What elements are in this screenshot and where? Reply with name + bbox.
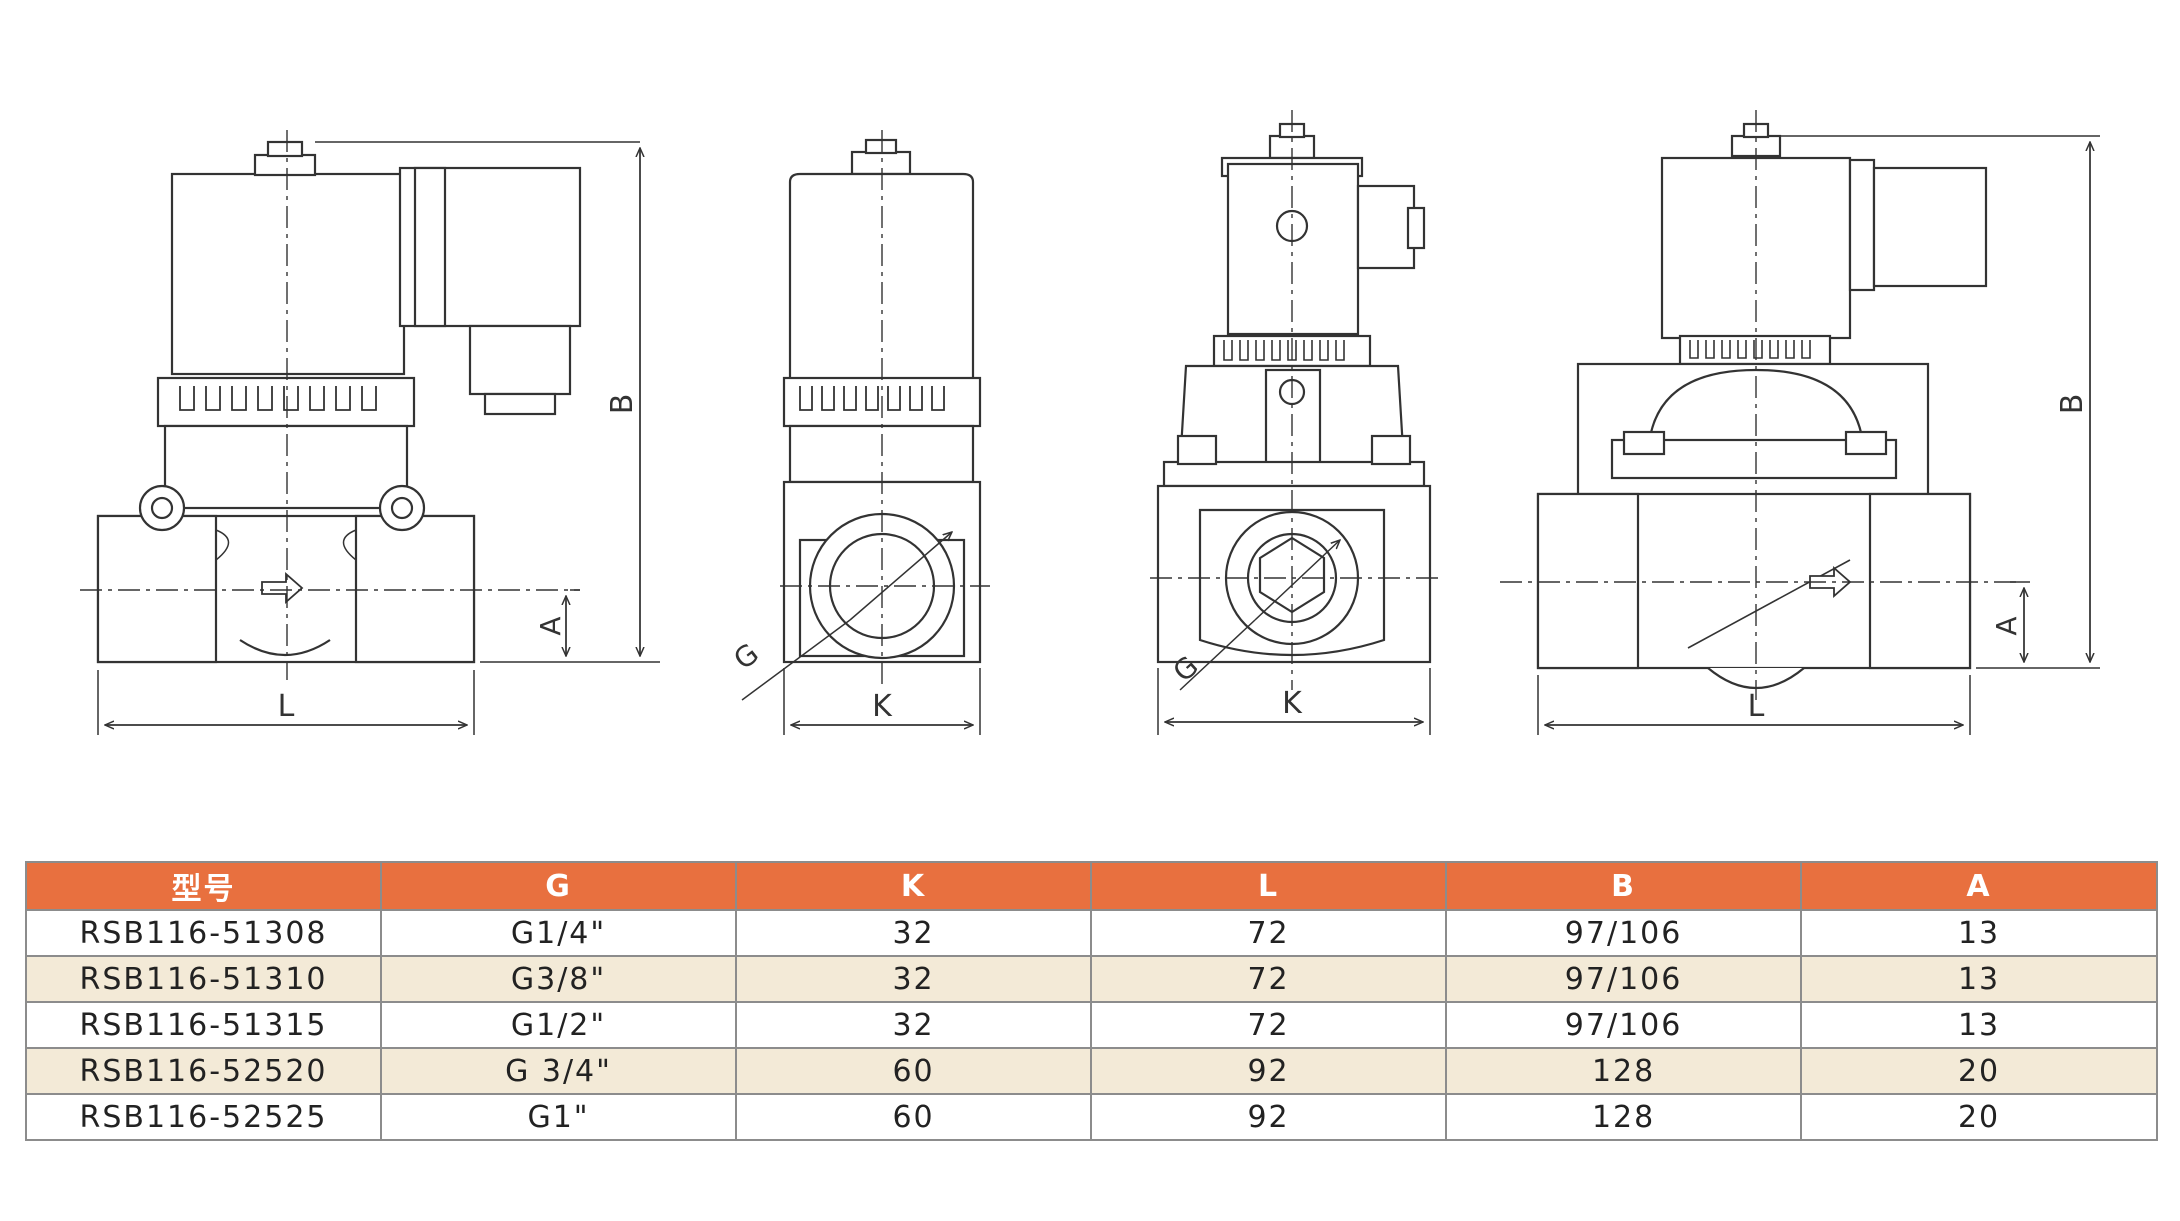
dim-label-A-view4: A (1990, 616, 2023, 635)
table-header-row: 型号 G K L B A (24, 861, 2158, 911)
header-l: L (1090, 861, 1448, 911)
header-k: K (735, 861, 1093, 911)
dim-label-L-view4: L (1748, 689, 1765, 724)
cell-a: 13 (1800, 955, 2158, 1003)
spec-table: 型号 G K L B A RSB116-51308 G1/4" 32 72 97… (24, 861, 2158, 1141)
table-row: RSB116-51315 G1/2" 32 72 97/106 13 (24, 1001, 2158, 1049)
cell-a: 20 (1800, 1047, 2158, 1095)
view-side-right (1536, 122, 1988, 689)
cell-a: 13 (1800, 909, 2158, 957)
cell-k: 32 (735, 909, 1093, 957)
dim-label-B-view1: B (605, 394, 640, 415)
cell-l: 72 (1090, 955, 1448, 1003)
cell-model: RSB116-51308 (24, 909, 383, 957)
cell-g: G1" (380, 1093, 738, 1141)
technical-drawings: L B A K G (80, 110, 2100, 735)
table-row: RSB116-52520 G 3/4" 60 92 128 20 (24, 1047, 2158, 1095)
cell-a: 20 (1800, 1093, 2158, 1141)
table-row: RSB116-51310 G3/8" 32 72 97/106 13 (24, 955, 2158, 1003)
cell-k: 60 (735, 1093, 1093, 1141)
view-end-right (1156, 122, 1432, 664)
dim-label-B-view4: B (2055, 394, 2090, 415)
cell-g: G1/4" (380, 909, 738, 957)
cell-l: 92 (1090, 1047, 1448, 1095)
cell-l: 92 (1090, 1093, 1448, 1141)
cell-l: 72 (1090, 909, 1448, 957)
cell-g: G 3/4" (380, 1047, 738, 1095)
dim-label-L-view1: L (278, 689, 295, 724)
cell-g: G1/2" (380, 1001, 738, 1049)
cell-b: 128 (1445, 1093, 1803, 1141)
cell-k: 32 (735, 1001, 1093, 1049)
dim-label-G-view2: G (727, 637, 764, 676)
cell-b: 97/106 (1445, 1001, 1803, 1049)
table-row: RSB116-51308 G1/4" 32 72 97/106 13 (24, 909, 2158, 957)
cell-model: RSB116-52525 (24, 1093, 383, 1141)
cell-g: G3/8" (380, 955, 738, 1003)
view-side-left (96, 140, 640, 664)
cell-model: RSB116-51315 (24, 1001, 383, 1049)
cell-a: 13 (1800, 1001, 2158, 1049)
cell-model: RSB116-52520 (24, 1047, 383, 1095)
dim-label-K-view3: K (1282, 686, 1303, 721)
cell-b: 128 (1445, 1047, 1803, 1095)
header-a: A (1800, 861, 2158, 911)
header-model: 型号 (24, 861, 383, 911)
cell-k: 32 (735, 955, 1093, 1003)
header-g: G (380, 861, 738, 911)
header-b: B (1445, 861, 1803, 911)
cell-l: 72 (1090, 1001, 1448, 1049)
cell-model: RSB116-51310 (24, 955, 383, 1003)
cell-b: 97/106 (1445, 909, 1803, 957)
dim-label-K-view2: K (872, 689, 893, 724)
dim-label-A-view1: A (534, 616, 567, 635)
cell-b: 97/106 (1445, 955, 1803, 1003)
cell-k: 60 (735, 1047, 1093, 1095)
table-row: RSB116-52525 G1" 60 92 128 20 (24, 1093, 2158, 1141)
